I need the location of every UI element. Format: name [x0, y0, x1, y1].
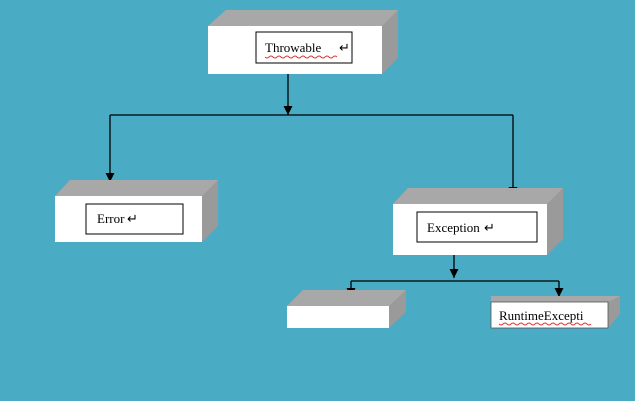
exception-node: Exception ↵ — [393, 188, 563, 255]
connectors — [105, 74, 564, 297]
throwable-return-mark: ↵ — [339, 40, 350, 55]
runtime-box-face — [490, 301, 609, 329]
error-label-frame — [85, 203, 184, 235]
throwable-spellcheck-underline — [264, 55, 338, 59]
throwable-node: Throwable ↵ — [208, 10, 398, 74]
error-label: Error — [97, 211, 125, 226]
error-node: Error ↵ — [55, 180, 218, 242]
exception-label: Exception — [427, 220, 480, 235]
error-box-top — [55, 180, 218, 196]
exception-box-top — [393, 188, 563, 204]
throwable-label: Throwable — [265, 40, 322, 55]
runtime-box-top — [491, 296, 620, 302]
runtime-exception-node: RuntimeExcepti — [490, 296, 620, 329]
throwable-box-top — [208, 10, 398, 26]
runtime-spellcheck-underline — [498, 322, 592, 326]
blank-node — [287, 290, 406, 328]
throwable-label-frame — [255, 31, 353, 64]
blank-box-face — [287, 306, 389, 328]
exception-label-frame — [416, 211, 538, 243]
blank-box-top — [287, 290, 406, 306]
error-return-mark: ↵ — [127, 211, 138, 226]
runtime-label: RuntimeExcepti — [499, 308, 584, 323]
exception-return-mark: ↵ — [484, 220, 495, 235]
